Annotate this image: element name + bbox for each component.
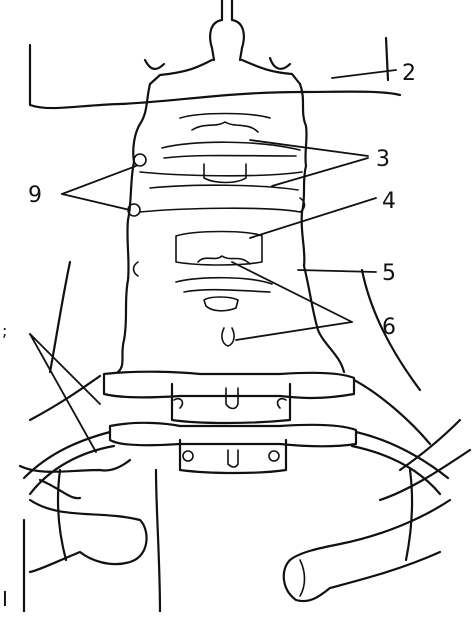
- leader-3a: [250, 140, 368, 156]
- leader-left-b: [30, 334, 100, 404]
- skull-base: [145, 0, 300, 84]
- label-9: 9: [28, 183, 42, 208]
- leader-9a: [62, 166, 136, 194]
- mandible-outline: [30, 38, 400, 108]
- label-group: 2 3 4 5 6 9 ; I: [2, 61, 416, 611]
- leader-5: [298, 270, 376, 272]
- label-4: 4: [382, 189, 396, 214]
- leader-2: [332, 70, 396, 78]
- edge-mark-left-top: ;: [2, 321, 7, 340]
- soft-tissue-outline: [24, 262, 420, 612]
- leader-6b: [236, 322, 352, 340]
- leader-left-a: [30, 334, 96, 452]
- leader-lines: [30, 70, 396, 452]
- leader-3b: [272, 158, 368, 186]
- label-2: 2: [402, 61, 416, 86]
- thoracic-vertebrae: [104, 372, 356, 473]
- label-5: 5: [382, 261, 396, 286]
- leader-9b: [62, 194, 130, 210]
- edge-mark-left-bottom: I: [2, 587, 8, 611]
- label-3: 3: [376, 147, 390, 172]
- label-6: 6: [382, 315, 396, 340]
- ribs-and-clavicles: [20, 376, 470, 601]
- leader-4: [250, 198, 376, 238]
